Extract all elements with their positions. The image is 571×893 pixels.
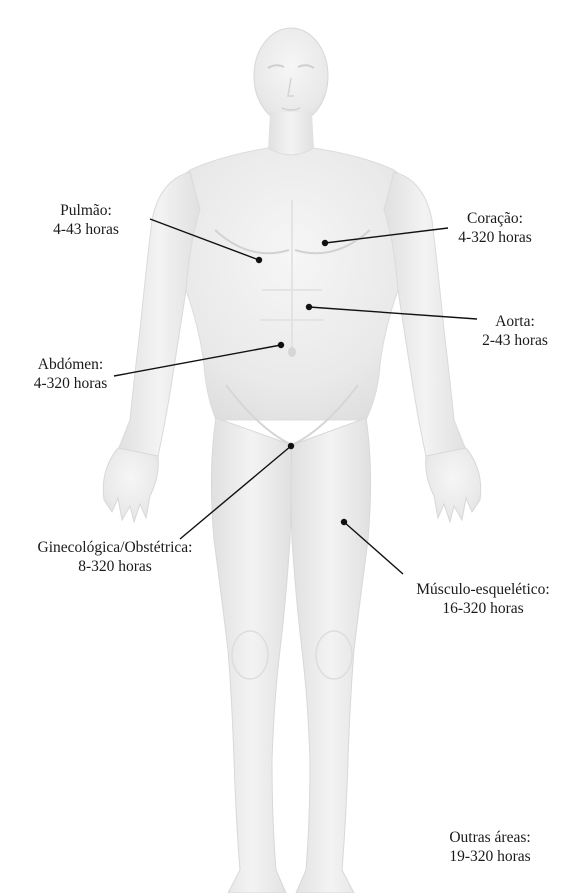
left-leg (211, 418, 292, 893)
label-pulmao-name: Pulmão: (16, 201, 156, 220)
head (254, 28, 328, 124)
label-outras: Outras áreas: 19-320 horas (420, 828, 560, 866)
label-aorta: Aorta: 2-43 horas (470, 312, 560, 350)
label-coracao: Coração: 4-320 horas (430, 209, 560, 247)
label-coracao-range: 4-320 horas (430, 228, 560, 247)
label-coracao-name: Coração: (430, 209, 560, 228)
label-abdomen-name: Abdómen: (8, 355, 133, 374)
label-musculo: Músculo-esquelético: 16-320 horas (395, 580, 571, 618)
label-outras-name: Outras áreas: (420, 828, 560, 847)
label-aorta-name: Aorta: (470, 312, 560, 331)
label-pulmao: Pulmão: 4-43 horas (16, 201, 156, 239)
label-gineco-name: Ginecológica/Obstétrica: (2, 538, 228, 557)
label-aorta-range: 2-43 horas (470, 331, 560, 350)
label-gineco-range: 8-320 horas (2, 557, 228, 576)
label-gineco: Ginecológica/Obstétrica: 8-320 horas (2, 538, 228, 576)
label-outras-range: 19-320 horas (420, 847, 560, 866)
label-abdomen-range: 4-320 horas (8, 374, 133, 393)
label-pulmao-range: 4-43 horas (16, 220, 156, 239)
right-hand (426, 448, 481, 522)
label-abdomen: Abdómen: 4-320 horas (8, 355, 133, 393)
right-leg (291, 418, 371, 893)
label-musculo-name: Músculo-esquelético: (395, 580, 571, 599)
human-figure (103, 28, 480, 893)
left-hand (103, 448, 158, 522)
label-musculo-range: 16-320 horas (395, 599, 571, 618)
neck (268, 112, 314, 156)
